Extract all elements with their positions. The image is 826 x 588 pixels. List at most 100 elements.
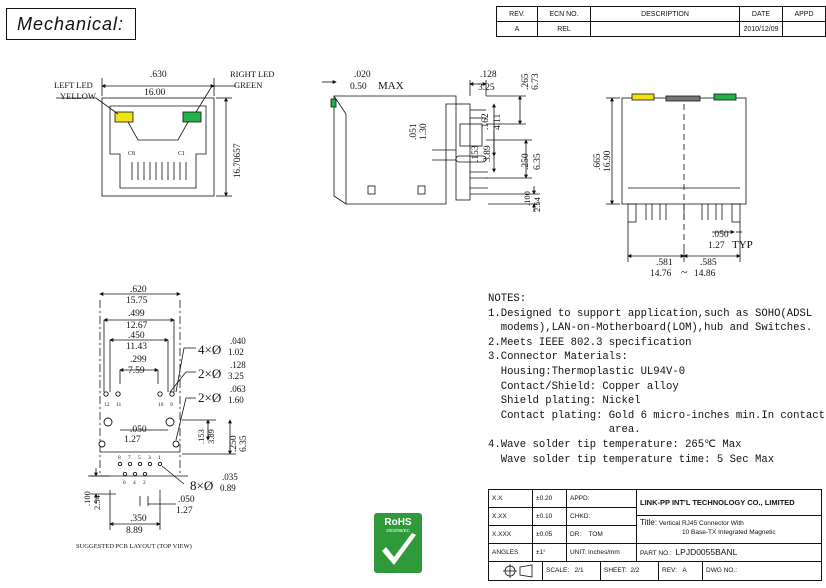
- hole-2x-a-bottom: 3.25: [228, 371, 244, 381]
- pcb-350-top: .350: [130, 514, 147, 524]
- note-line: Wave solder tip temperature time: 5 Sec …: [488, 453, 775, 466]
- pcb-pin-6: 6: [123, 480, 126, 486]
- side-pins: [455, 103, 488, 201]
- left-led: [114, 111, 134, 123]
- pcb-pin-2: 2: [143, 480, 146, 486]
- date-value: 2010/12/09: [739, 21, 783, 37]
- tol-xxx-value: ±0.05: [533, 526, 567, 544]
- tol-xx-label: X.XX: [489, 508, 533, 526]
- side-max-label: MAX: [378, 80, 404, 92]
- title-cell: Title: Vertical RJ45 Connector With 10 B…: [637, 516, 822, 544]
- hole-8x-bottom: 0.89: [220, 483, 236, 493]
- pcb-153-bottom: 3.89: [206, 429, 216, 444]
- pcb-050b-bottom: 1.27: [176, 506, 193, 516]
- pcb-450-top: .450: [128, 331, 145, 341]
- dr-value: TOM: [588, 531, 603, 538]
- notes-heading: NOTES:: [488, 293, 527, 305]
- title-line-2: 10 Base-TX Integrated Magnetic: [682, 529, 776, 536]
- hole-8x-top: .035: [222, 472, 238, 482]
- hole-2x-b-bottom: 1.60: [228, 395, 244, 405]
- side-view: [322, 80, 540, 212]
- sheet-label: SHEET:: [604, 567, 627, 574]
- scale-cell: SCALE: 2/1: [543, 562, 601, 581]
- pcb-pin-12: 12: [104, 402, 110, 408]
- tol-xx-value: ±0.10: [533, 508, 567, 526]
- side-housing: [333, 95, 457, 205]
- side-250-top: .250: [521, 153, 531, 170]
- rear-665-bottom: 16.90: [603, 150, 613, 172]
- left-led-color: YELLOW: [60, 91, 96, 101]
- side-153-bottom: 3.89: [483, 145, 493, 162]
- rear-581-bottom: 14.76: [650, 269, 672, 279]
- side-162-top: .162: [481, 113, 491, 130]
- pcb-620-bottom: 15.75: [126, 296, 148, 306]
- pcb-050-bottom: 1.27: [124, 435, 141, 445]
- note-line: modems),LAN-on-Motherboard(LOM),hub and …: [488, 322, 813, 335]
- appd-value: [782, 21, 826, 37]
- side-250-bottom: 6.35: [533, 153, 543, 170]
- pcb-499-top: .499: [128, 309, 145, 319]
- notes-block: NOTES: 1.Designed to support application…: [488, 292, 825, 467]
- appd-header: APPD: [782, 6, 826, 22]
- pcb-pin-4: 4: [133, 480, 136, 486]
- company-name: LINK-PP INT'L TECHNOLOGY CO., LIMITED: [637, 490, 822, 516]
- dr-label: DR:: [570, 531, 582, 538]
- rev-value: A: [682, 567, 687, 574]
- title-line-1: Vertical RJ45 Connector With: [658, 520, 744, 527]
- hole-4x-prefix: 4×Ø: [198, 342, 221, 357]
- note-line: area.: [488, 424, 641, 437]
- pin-c8-label: C8: [128, 151, 135, 157]
- rev-label: REV:: [662, 567, 677, 574]
- drawn-by: DR: TOM: [567, 526, 637, 544]
- scale-label: SCALE:: [546, 567, 570, 574]
- rohs-logo: RoHS 2002/95/EC: [374, 513, 422, 573]
- unit-label: UNIT: Inches/mm: [567, 544, 637, 562]
- side-153-top: .153: [471, 145, 481, 162]
- pcb-layout: [88, 292, 236, 530]
- latch-outline: [127, 121, 189, 141]
- tol-x-label: X.X: [489, 490, 533, 508]
- part-no-label: PART NO.:: [640, 550, 672, 557]
- side-020-top: .020: [354, 70, 371, 80]
- rear-led-left: [631, 93, 655, 101]
- rear-tab: [665, 95, 701, 102]
- rohs-subtitle: 2002/95/EC: [386, 528, 410, 533]
- hole-2x-a-prefix: 2×Ø: [198, 366, 221, 381]
- pcb-050b-top: .050: [178, 495, 195, 505]
- hole-2x-a-top: .128: [230, 360, 246, 370]
- pcb-153-top: .153: [196, 429, 206, 444]
- sheet-cell: SHEET: 2/2: [601, 562, 659, 581]
- projection-symbol: [489, 562, 543, 581]
- title-block: X.X ±0.20 APPD: X.XX ±0.10 CHKD: X.XXX ±…: [488, 489, 822, 581]
- dwg-no-cell: DWG NO.:: [706, 567, 738, 574]
- ecn-value: REL: [537, 21, 591, 37]
- front-housing: [101, 97, 215, 197]
- side-162-bottom: 4.11: [493, 113, 503, 130]
- rear-050-bottom: 1.27: [708, 241, 725, 251]
- note-line: 4.Wave solder tip temperature: 265℃ Max: [488, 438, 742, 451]
- tol-xxx-label: X.XXX: [489, 526, 533, 544]
- rear-typ-label: TYP: [732, 239, 753, 251]
- rear-585-bottom: 14.86: [694, 269, 716, 279]
- note-line: Housing:Thermoplastic UL94V-0: [488, 365, 686, 378]
- appd-label: APPD:: [567, 490, 637, 508]
- front-height-bottom: 16.70: [232, 157, 242, 178]
- pcb-450-bottom: 11.43: [126, 342, 147, 352]
- hole-2x-b-prefix: 2×Ø: [198, 390, 221, 405]
- rear-581-top: .581: [656, 258, 673, 268]
- pcb-caption: SUGGESTED PCB LAYOUT (TOP VIEW): [76, 543, 192, 550]
- pcb-499-bottom: 12.67: [126, 321, 148, 331]
- side-led: [330, 98, 337, 108]
- title-label: Title:: [640, 518, 658, 527]
- front-width-top: .630: [150, 70, 167, 80]
- side-051-bottom: 1.30: [419, 123, 429, 140]
- side-128-top: .128: [480, 70, 497, 80]
- section-title: Mechanical:: [6, 8, 136, 40]
- projection-icon: [503, 564, 533, 578]
- rear-led-right: [713, 93, 737, 101]
- side-265-bottom: 6.73: [531, 73, 541, 90]
- tol-x-value: ±0.20: [533, 490, 567, 508]
- revision-table: REV. ECN NO. DESCRIPTION DATE APPD A REL…: [496, 6, 826, 37]
- front-width-bottom: 16.00: [144, 88, 166, 98]
- pcb-pin-11: 11: [116, 402, 122, 408]
